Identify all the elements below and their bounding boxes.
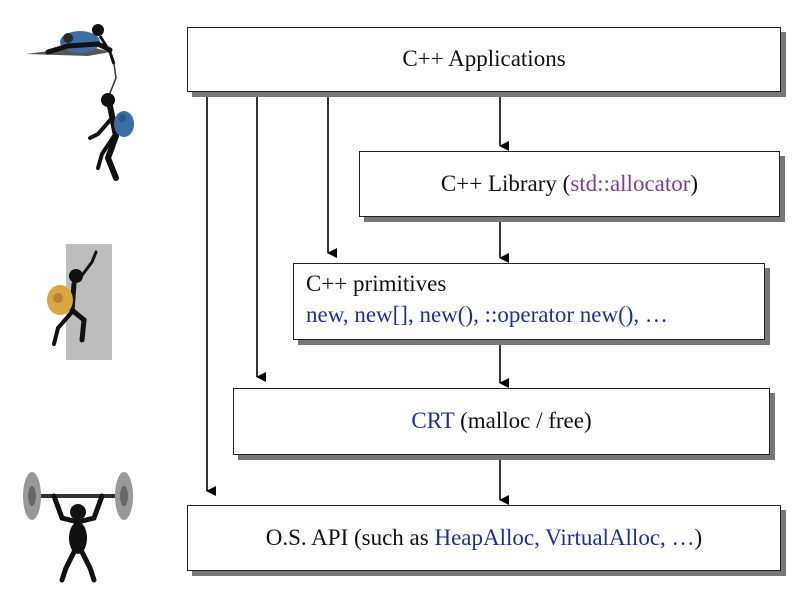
- applications-label: C++ Applications: [402, 46, 566, 72]
- box-cpp-library: C++ Library (std::allocator): [359, 151, 780, 217]
- weightlifter-icon: [23, 472, 133, 583]
- climbers-on-cliff-icon: [26, 24, 134, 181]
- primitives-title: C++ primitives: [306, 271, 447, 296]
- box-cpp-applications: C++ Applications: [187, 27, 781, 92]
- crt-highlight: CRT: [411, 408, 455, 434]
- os-api-label: O.S. API (such as HeapAlloc, VirtualAllo…: [266, 524, 702, 553]
- box-cpp-primitives: C++ primitives new, new[], new(), ::oper…: [293, 263, 765, 340]
- crt-label: CRT (malloc / free): [411, 407, 591, 436]
- os-api-suffix: ): [694, 524, 703, 550]
- os-api-highlight: HeapAlloc, VirtualAlloc, …: [434, 524, 695, 550]
- crt-rest: (malloc / free): [454, 408, 592, 434]
- box-crt: CRT (malloc / free): [233, 388, 770, 455]
- library-suffix: ): [690, 170, 699, 196]
- std-allocator-text: std::allocator: [570, 170, 691, 196]
- primitives-items: new, new[], new(), ::operator new(), …: [306, 301, 668, 327]
- os-api-prefix: O.S. API (such as: [265, 524, 435, 550]
- rock-climber-icon: [47, 244, 112, 360]
- box-os-api: O.S. API (such as HeapAlloc, VirtualAllo…: [187, 505, 781, 571]
- library-label: C++ Library (std::allocator): [441, 170, 698, 199]
- library-prefix: C++ Library (: [440, 170, 571, 196]
